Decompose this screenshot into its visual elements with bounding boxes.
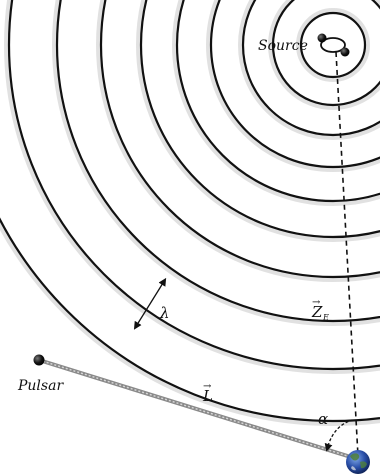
pulsar-label: Pulsar [17,378,64,394]
wavefront-ring-shadow [209,0,380,170]
pulsar-earth-baseline-core [39,360,354,458]
source-label: Source [258,38,308,54]
pulsar-baseline-label: → L [202,381,213,405]
wavelength-label: λ [159,304,170,322]
wavefront-ring [301,13,365,77]
binary-source-icon [318,34,350,57]
wavefront-ring-shadow [299,11,368,80]
z-subscript: E [322,313,329,322]
wavefront-ring [211,0,380,167]
wavefront-rings [0,0,380,424]
angle-label: α [318,410,328,428]
z-label: Z [311,303,323,321]
earth-source-vector-label: → Z E [311,297,329,322]
earth-source-dashed-line [336,52,358,456]
l-label: L [202,387,213,405]
earth-globe-icon [346,450,370,474]
wavefront-ring [57,0,380,321]
pulsar-dot-icon [34,355,45,366]
